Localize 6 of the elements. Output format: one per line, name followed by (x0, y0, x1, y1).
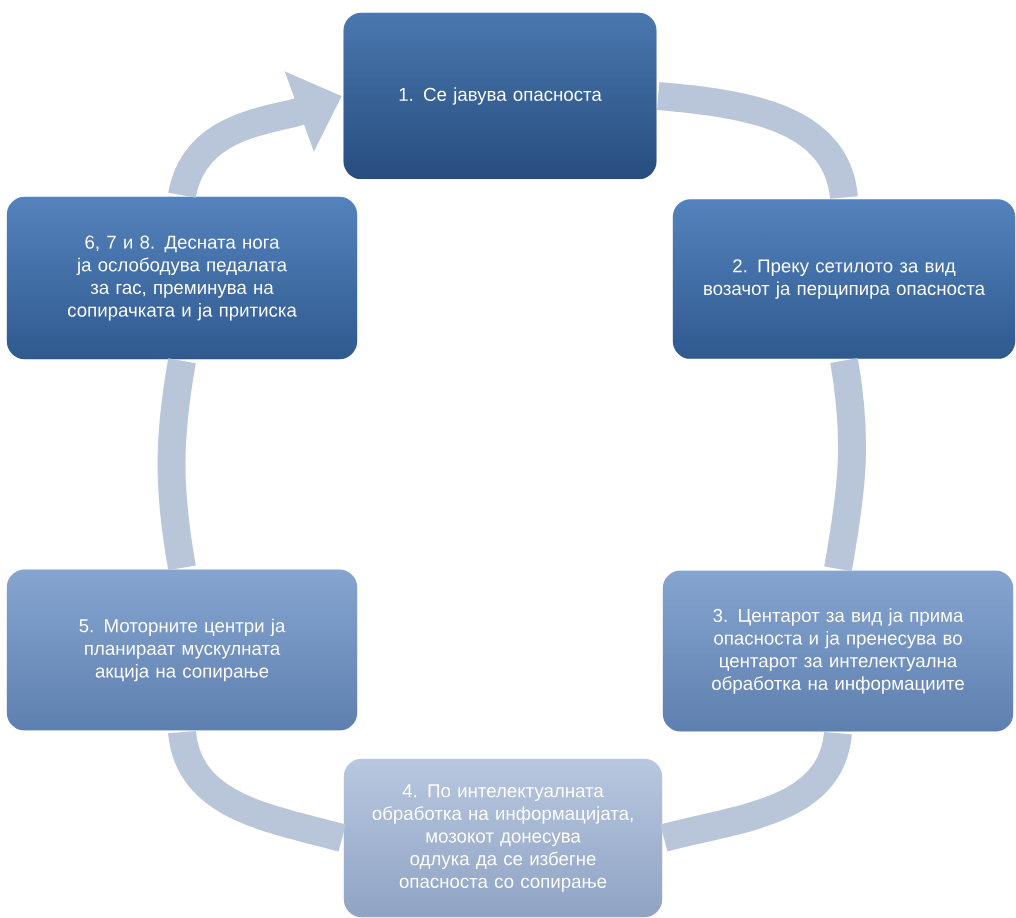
process-box: 3. Центарот за вид ја прима опасноста и ја пренесува во центарот за интелектуална обработка на информациите (661, 568, 1015, 734)
process-box: 6, 7 и 8. Десната нога ја ослободува педалата за гас, преминува на сопирачката и ја притиска (5, 195, 359, 361)
process-box: 5. Моторните центри ја планираат мускулната акција на сопирање (5, 567, 359, 733)
process-box: 2. Преку сетилото за вид возачот ја перципира опасноста (671, 197, 1016, 361)
process-box: 1. Се јавува опасноста (341, 11, 659, 181)
process-box: 4. По интелектуалната обработка на информацијата, мозокот донесува одлука да се избегне опасноста со сопирање (342, 757, 664, 918)
